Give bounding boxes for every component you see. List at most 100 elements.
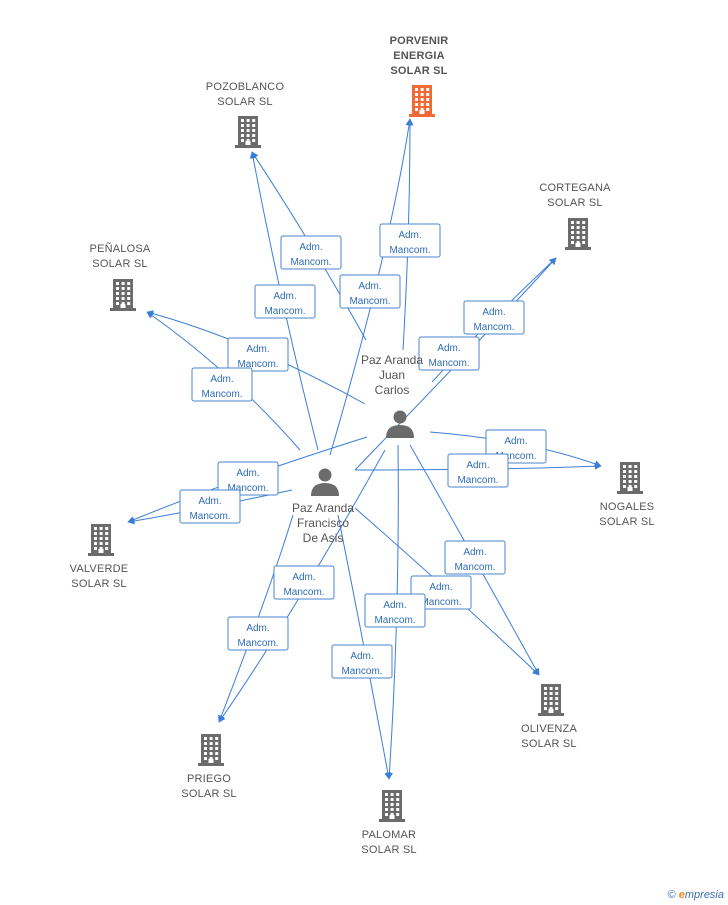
edge-label-juan-cortegana[interactable]: Adm. Mancom.	[463, 300, 525, 335]
edge-label-juan-penalosa[interactable]: Adm. Mancom.	[227, 337, 289, 372]
node-label-line: PORVENIR	[390, 35, 449, 47]
edge-label-text: Mancom.	[227, 483, 268, 494]
node-label-line: Juan	[379, 368, 405, 382]
node-label-line: SOLAR SL	[181, 788, 236, 800]
edge-label-francisco-pozoblanco[interactable]: Adm. Mancom.	[254, 284, 316, 319]
edge-label-francisco-porvenir[interactable]: Adm.Mancom.	[339, 274, 401, 309]
edge-label-text: Adm.	[299, 242, 322, 253]
edge-label-box	[339, 274, 401, 309]
person-icon	[311, 468, 339, 496]
node-label-line: PRIEGO	[187, 773, 231, 785]
edge-label-box	[447, 453, 509, 488]
edge-label-juan-priego[interactable]: Adm.Mancom.	[227, 616, 289, 651]
node-label-line: SOLAR SL	[217, 96, 272, 108]
edge-label-text: Adm.	[383, 600, 406, 611]
edge-label-francisco-palomar[interactable]: Adm. Mancom.	[331, 644, 393, 679]
node-label-line: SOLAR SL	[361, 844, 416, 856]
node-label-line: SOLAR SL	[71, 578, 126, 590]
edge-label-francisco-nogales[interactable]: Adm.Mancom.	[447, 453, 509, 488]
edge-label-text: Mancom.	[420, 597, 461, 608]
edge-label-text: Mancom.	[237, 359, 278, 370]
edge-label-text: Mancom.	[349, 296, 390, 307]
building-icon	[538, 684, 564, 716]
building-icon	[198, 734, 224, 766]
node-label-line: SOLAR SL	[547, 197, 602, 209]
node-label-line: PEÑALOSA	[90, 242, 151, 255]
edge-label-juan-porvenir[interactable]: Adm.Mancom.	[379, 223, 441, 258]
edge-label-text: Adm.	[246, 344, 269, 355]
footer-brand[interactable]: ©empresia	[668, 889, 724, 901]
edge-label-text: Adm.	[210, 374, 233, 385]
node-label-line: Paz Aranda	[292, 501, 354, 515]
copyright-symbol: ©	[667, 889, 676, 901]
node-label-line: Francisco	[297, 516, 349, 530]
edge-label-text: Adm.	[236, 468, 259, 479]
edge-label-text: Adm.	[463, 547, 486, 558]
edge-label-text: Mancom.	[290, 257, 331, 268]
edge-label-box	[410, 575, 472, 610]
edge-label-text: Adm.	[292, 572, 315, 583]
edge-label-text: Adm.	[273, 291, 296, 302]
edge-francisco-priego	[218, 514, 294, 723]
building-icon	[617, 462, 643, 494]
edge-label-box	[273, 565, 335, 600]
edge-label-text: Mancom.	[454, 562, 495, 573]
edge-label-box	[227, 616, 289, 651]
brand-name: mpresia	[684, 889, 724, 901]
edge-label-francisco-priego[interactable]: Adm.Mancom.	[273, 565, 335, 600]
node-label-line: NOGALES	[600, 501, 655, 513]
edge-label-text: Mancom.	[201, 389, 242, 400]
company-node-valverde[interactable]: VALVERDE SOLAR SL	[70, 524, 129, 590]
edge-label-juan-palomar[interactable]: Adm. Mancom.	[364, 593, 426, 628]
edge-label-text: Adm.	[198, 496, 221, 507]
edge-label-text: Mancom.	[374, 615, 415, 626]
edge-label-box	[217, 461, 279, 496]
edge-label-text: Adm.	[504, 436, 527, 447]
edge-label-francisco-penalosa[interactable]: Adm. Mancom.	[191, 367, 253, 402]
edge-label-box	[280, 235, 342, 270]
edge-labels-layer: Adm.Mancom.Adm.Mancom.Adm.Mancom.Adm.Man…	[179, 223, 547, 679]
company-node-penalosa[interactable]: PEÑALOSA SOLAR SL	[90, 242, 151, 311]
edge-label-text: Mancom.	[389, 245, 430, 256]
edge-label-text: Adm.	[466, 460, 489, 471]
building-icon	[235, 116, 261, 148]
edge-label-text: Adm.	[437, 343, 460, 354]
edge-label-text: Adm.	[350, 651, 373, 662]
edge-label-francisco-valverde[interactable]: Adm. Mancom.	[179, 489, 241, 524]
building-icon	[88, 524, 114, 556]
building-icon	[409, 85, 435, 117]
edge-label-text: Mancom.	[341, 666, 382, 677]
node-label-line: PALOMAR	[362, 829, 416, 841]
edge-label-text: Mancom.	[264, 306, 305, 317]
edge-label-text: Mancom.	[189, 511, 230, 522]
edge-label-box	[418, 336, 480, 371]
company-node-palomar[interactable]: PALOMAR SOLAR SL	[361, 790, 417, 856]
node-label-line: SOLAR SL	[92, 258, 147, 270]
edge-label-box	[254, 284, 316, 319]
edge-label-box	[191, 367, 253, 402]
edge-label-text: Mancom.	[473, 322, 514, 333]
edge-francisco-porvenir	[329, 118, 413, 456]
edge-label-box	[364, 593, 426, 628]
node-label-line: ENERGIA	[393, 50, 445, 62]
edge-label-juan-pozoblanco[interactable]: Adm. Mancom.	[280, 235, 342, 270]
edge-label-francisco-olivenza[interactable]: Adm. Mancom.	[410, 575, 472, 610]
node-label-line: VALVERDE	[70, 563, 129, 575]
edge-label-juan-olivenza[interactable]: Adm. Mancom.	[444, 540, 506, 575]
edge-label-francisco-cortegana[interactable]: Adm.Mancom.	[418, 336, 480, 371]
edge-label-text: Adm.	[482, 307, 505, 318]
building-icon	[110, 279, 136, 311]
edge-label-juan-valverde[interactable]: Adm. Mancom.	[217, 461, 279, 496]
edge-label-text: Adm.	[429, 582, 452, 593]
company-node-priego[interactable]: PRIEGO SOLAR SL	[181, 734, 237, 800]
building-icon	[379, 790, 405, 822]
